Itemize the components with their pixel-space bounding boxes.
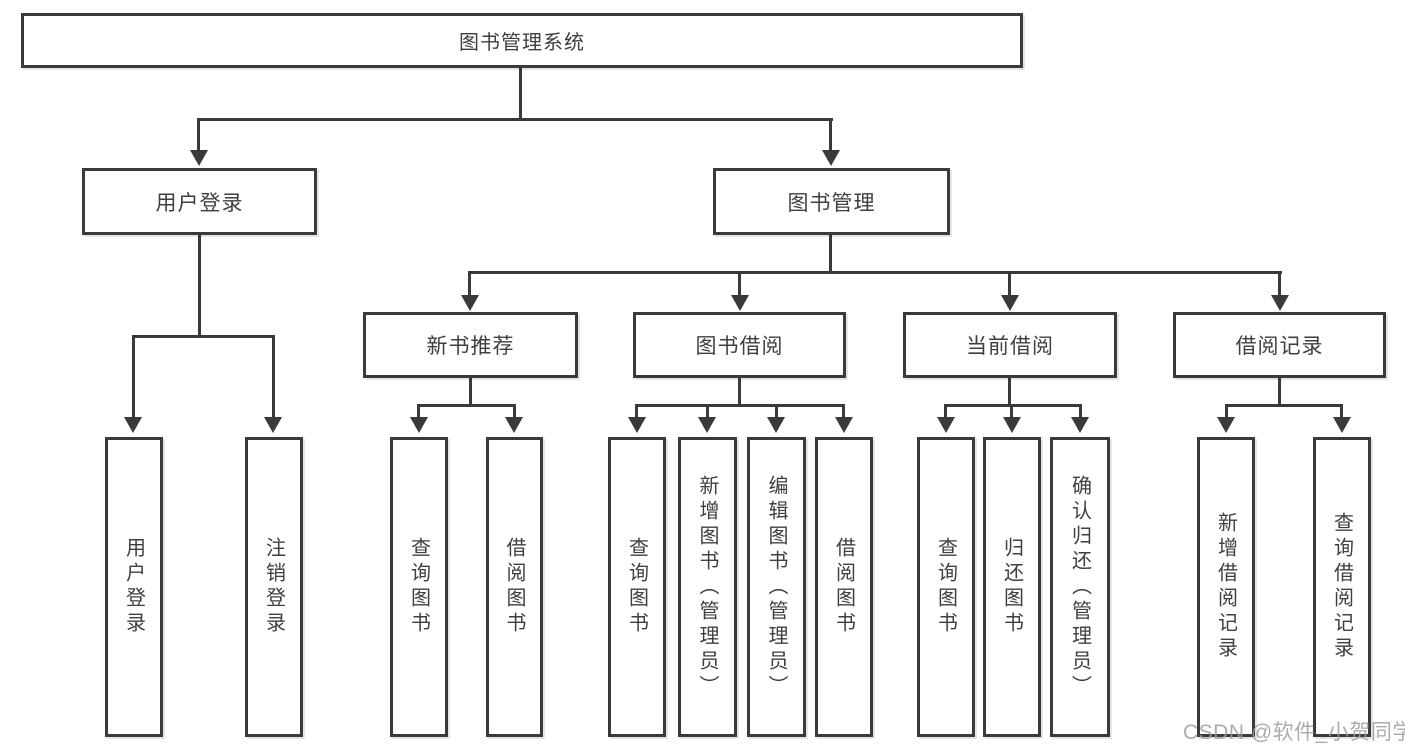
- leaf-add-book-admin: 新增图书（管理员）: [678, 437, 737, 737]
- leaf-confirm-return-admin: 确认归还（管理员）: [1050, 437, 1110, 737]
- connector-line: [1079, 407, 1082, 419]
- node-label: 确认归还（管理员）: [1068, 474, 1091, 700]
- arrow-down-icon: [1271, 295, 1289, 311]
- connector-line: [132, 335, 275, 338]
- node-label: 查询图书: [934, 537, 957, 637]
- connector-line: [519, 68, 522, 121]
- arrow-down-icon: [410, 417, 428, 433]
- connector-line: [198, 235, 201, 335]
- leaf-borrow-books: 借阅图书: [486, 437, 543, 737]
- leaf-logout: 注销登录: [245, 437, 303, 737]
- node-label: 图书管理: [787, 191, 876, 215]
- node-label: 当前借阅: [966, 335, 1054, 358]
- arrow-down-icon: [461, 295, 479, 311]
- leaf-query-books: 查询图书: [608, 437, 666, 737]
- arrow-down-icon: [1071, 417, 1089, 433]
- arrow-down-icon: [1001, 295, 1019, 311]
- connector-line: [1278, 378, 1281, 406]
- arrow-down-icon: [505, 417, 523, 433]
- node-new-book-recommendation: 新书推荐: [363, 312, 578, 378]
- connector-line: [132, 338, 135, 419]
- node-book-borrowing: 图书借阅: [633, 312, 846, 378]
- node-borrowing-records: 借阅记录: [1173, 312, 1386, 378]
- connector-line: [1278, 274, 1281, 299]
- node-label: 新书推荐: [426, 335, 515, 358]
- connector-line: [468, 271, 1282, 274]
- node-label: 借阅记录: [1235, 335, 1324, 358]
- connector-line: [635, 407, 638, 419]
- connector-line: [1008, 274, 1011, 299]
- node-current-borrowing: 当前借阅: [903, 312, 1117, 378]
- connector-line: [1225, 407, 1228, 419]
- connector-line: [944, 404, 1082, 407]
- arrow-down-icon: [264, 417, 282, 433]
- connector-line: [272, 338, 275, 419]
- connector-line: [829, 121, 832, 154]
- connector-line: [1010, 407, 1013, 419]
- connector-line: [738, 274, 741, 299]
- connector-line: [197, 121, 200, 154]
- arrow-down-icon: [190, 150, 208, 166]
- arrow-down-icon: [822, 150, 840, 166]
- connector-line: [468, 274, 471, 299]
- leaf-query-borrow-record: 查询借阅记录: [1313, 437, 1371, 737]
- connector-line: [706, 407, 709, 419]
- node-label: 新增借阅记录: [1214, 512, 1237, 662]
- arrow-down-icon: [731, 295, 749, 311]
- connector-line: [775, 407, 778, 419]
- arrow-down-icon: [1003, 417, 1021, 433]
- connector-line: [417, 407, 420, 419]
- connector-line: [197, 118, 833, 121]
- connector-line: [1340, 407, 1343, 419]
- node-library-system: 图书管理系统: [21, 13, 1023, 68]
- connector-line: [944, 407, 947, 419]
- connector-line: [635, 404, 845, 407]
- connector-line: [417, 404, 516, 407]
- node-label: 归还图书: [1000, 537, 1023, 637]
- connector-line: [469, 378, 472, 406]
- connector-line: [1008, 378, 1011, 406]
- node-label: 图书管理系统: [459, 32, 585, 54]
- arrow-down-icon: [124, 417, 142, 433]
- arrow-down-icon: [767, 417, 785, 433]
- node-label: 借阅图书: [832, 537, 855, 637]
- node-label: 用户登录: [122, 537, 145, 637]
- node-label: 注销登录: [262, 537, 285, 637]
- leaf-user-login: 用户登录: [105, 437, 163, 737]
- node-label: 编辑图书（管理员）: [765, 474, 787, 700]
- arrow-down-icon: [835, 417, 853, 433]
- node-label: 查询图书: [407, 537, 430, 637]
- leaf-query-books: 查询图书: [917, 437, 975, 737]
- leaf-query-books: 查询图书: [390, 437, 448, 737]
- arrow-down-icon: [937, 417, 955, 433]
- node-label: 查询图书: [625, 537, 648, 637]
- arrow-down-icon: [628, 417, 646, 433]
- node-label: 借阅图书: [503, 537, 525, 637]
- node-label: 新增图书（管理员）: [696, 474, 718, 700]
- arrow-down-icon: [698, 417, 716, 433]
- leaf-add-borrow-record: 新增借阅记录: [1197, 437, 1255, 737]
- connector-line: [738, 378, 741, 406]
- node-book-management: 图书管理: [713, 168, 950, 235]
- node-user-login: 用户登录: [82, 168, 317, 235]
- leaf-edit-book-admin: 编辑图书（管理员）: [747, 437, 806, 737]
- leaf-borrow-books: 借阅图书: [815, 437, 873, 737]
- node-label: 图书借阅: [695, 335, 784, 358]
- connector-line: [513, 407, 516, 419]
- connector-line: [1225, 404, 1343, 407]
- csdn-watermark: CSDN @软件_小贺同学: [1183, 721, 1405, 744]
- node-label: 用户登录: [155, 191, 244, 215]
- leaf-return-book: 归还图书: [983, 437, 1041, 737]
- connector-line: [829, 235, 832, 273]
- arrow-down-icon: [1217, 417, 1235, 433]
- node-label: 查询借阅记录: [1330, 512, 1353, 662]
- arrow-down-icon: [1333, 417, 1351, 433]
- connector-line: [842, 407, 845, 419]
